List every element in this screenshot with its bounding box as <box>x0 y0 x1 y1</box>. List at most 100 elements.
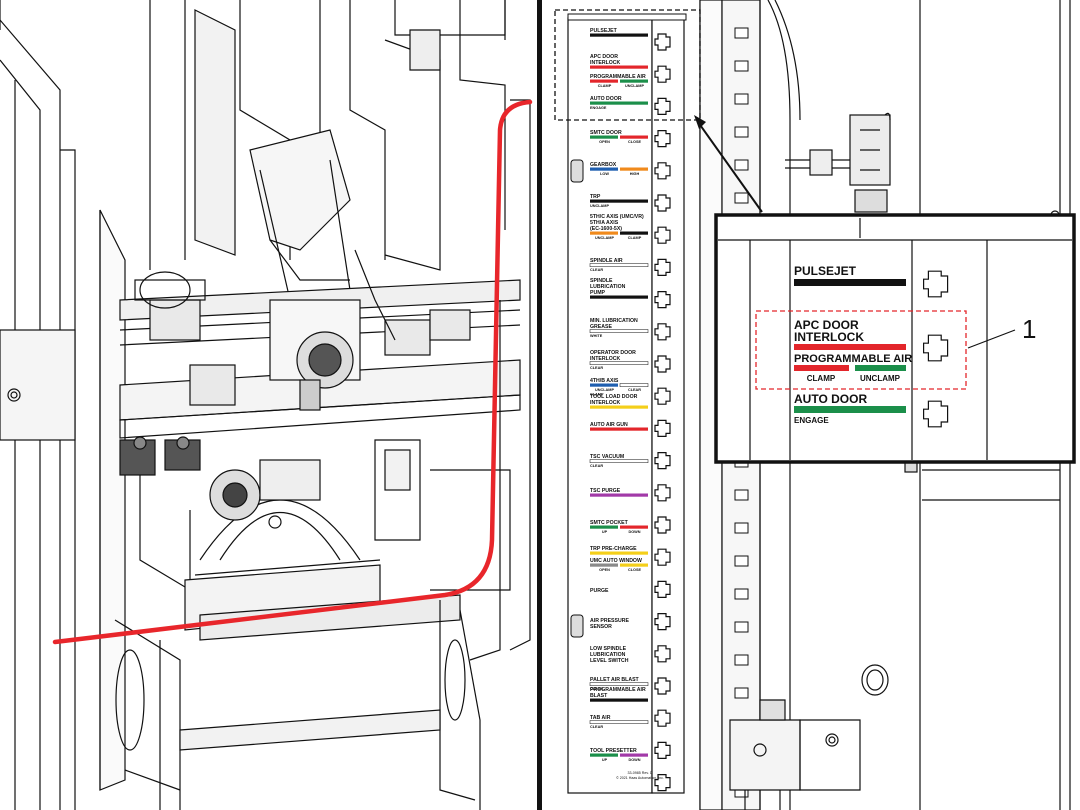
panel-label-title: 4TH/B AXIS <box>590 378 619 384</box>
panel-label-bar <box>590 753 618 757</box>
panel-label-bar <box>590 493 648 497</box>
panel-rung <box>734 654 749 666</box>
panel-label-bar <box>589 361 649 365</box>
panel-rung <box>734 687 749 699</box>
panel-label-sub: UNCLAMP <box>590 204 609 208</box>
panel-label-title: PULSEJET <box>590 28 618 34</box>
zoom-auto-door-label: AUTO DOOR <box>794 392 867 406</box>
panel-label-title: TRP <box>590 194 601 200</box>
panel-label-sub: UNCLAMP <box>595 236 614 240</box>
panel-label-title: SPINDLE AIR <box>590 258 623 264</box>
panel-label-title: LOW SPINDLE <box>590 646 627 652</box>
panel-label-title: TSC PURGE <box>590 488 621 494</box>
zoom-apc-bar <box>794 344 906 350</box>
panel-label-sub: OPEN <box>599 568 610 572</box>
port-fitting-icon <box>654 773 671 792</box>
panel-label-bar <box>590 65 648 69</box>
panel-label-title: PROGRAMMABLE AIR <box>590 687 646 693</box>
panel-label-tsc-purge: TSC PURGE <box>590 488 648 497</box>
zoom-leader-arrow <box>694 115 763 213</box>
port-fitting-icon <box>654 548 671 566</box>
panel-label-title: OPERATOR DOOR <box>590 350 636 356</box>
panel-label-sub: HIGH <box>630 172 640 176</box>
panel-label-title: INTERLOCK <box>590 60 621 66</box>
panel-label-sub: WHITE <box>590 334 603 338</box>
panel-rung <box>734 555 749 567</box>
port-fitting-icon <box>654 355 671 373</box>
panel-label-sub: CLEAR <box>628 388 641 392</box>
panel-label-bar <box>589 263 649 267</box>
panel-label-sub: ENGAGE <box>590 106 607 110</box>
panel-label-bar <box>590 383 618 387</box>
panel-label-bar <box>590 551 648 555</box>
panel-label-title: 5TH/C AXIS (UMC/VR) <box>590 214 644 220</box>
panel-label-bar <box>620 135 648 139</box>
panel-label-title: APC DOOR <box>590 54 618 60</box>
panel-label-sub: UP <box>602 758 608 762</box>
panel-label-sub: DOWN <box>628 530 640 534</box>
port-fitting-icon <box>654 580 671 599</box>
panel-label-title: INTERLOCK <box>590 400 621 406</box>
panel-label-bar <box>620 563 648 567</box>
panel-label-title: AUTO AIR GUN <box>590 422 628 428</box>
panel-rung <box>734 159 749 171</box>
panel-label-title: TOOL LOAD DOOR <box>590 394 638 400</box>
zoom-apc-label-line1: APC DOOR <box>794 318 859 332</box>
panel-label-trp-precharge: TRP PRE-CHARGE <box>590 546 648 555</box>
panel-footer-line2: © 2021 Haas Automation, Inc. <box>616 776 664 780</box>
zoom-auto-door-bar <box>794 406 906 413</box>
panel-label-bar <box>590 698 648 702</box>
port-fitting-icon <box>654 645 671 663</box>
port-fitting-icon <box>654 258 671 276</box>
panel-label-sub: CLAMP <box>590 393 604 397</box>
scene-divider <box>537 0 542 810</box>
panel-label-bar <box>590 167 618 171</box>
panel-label-pulsejet: PULSEJET <box>590 28 648 37</box>
zoom-unclamp-bar <box>855 365 906 371</box>
zoom-port-auto-door-icon <box>922 400 949 428</box>
panel-label-sub: CLAMP <box>598 84 612 88</box>
panel-label-title: PALLET AIR BLAST <box>590 677 640 683</box>
zoom-engage-label: ENGAGE <box>794 416 829 425</box>
callout-number: 1 <box>1022 314 1036 344</box>
panel-label-sub: DOWN <box>628 758 640 762</box>
panel-label-sub: CLEAR <box>590 687 603 691</box>
panel-label-title: PUMP <box>590 290 606 296</box>
panel-label-sub: UP <box>602 530 608 534</box>
panel-label-title: LEVEL SWITCH <box>590 658 629 664</box>
panel-label-bar <box>589 329 649 333</box>
panel-label-bar <box>590 525 618 529</box>
panel-label-bar <box>590 135 618 139</box>
panel-footer-line1: 33-0985 Rev. D <box>628 771 653 775</box>
panel-label-sub: CLOSE <box>628 140 642 144</box>
panel-label-title: SPINDLE <box>590 278 613 284</box>
panel-label-title: AIR PRESSURE <box>590 618 629 624</box>
panel-label-title: GREASE <box>590 324 612 330</box>
port-fitting-icon <box>654 484 671 502</box>
panel-label-title: PURGE <box>590 588 609 594</box>
panel-rung <box>734 621 749 633</box>
machine-interior-drawing <box>0 0 531 810</box>
zoom-unclamp-label: UNCLAMP <box>860 374 901 383</box>
port-fitting-icon <box>654 516 671 534</box>
panel-rung <box>734 192 749 204</box>
zoom-pulsejet-bar <box>794 279 906 286</box>
panel-label-title: (EC-1600-5X) <box>590 226 622 232</box>
panel-label-purge: PURGE <box>590 588 609 594</box>
port-fitting-icon <box>654 387 671 405</box>
port-fitting-icon <box>654 97 671 116</box>
panel-label-bar <box>620 79 648 83</box>
port-fitting-icon <box>654 419 671 437</box>
panel-label-fifth-axis: 5TH/C AXIS (UMC/VR)5TH/A AXIS(EC-1600-5X… <box>590 214 648 240</box>
port-fitting-icon <box>654 194 671 212</box>
panel-label-title: LUBRICATION <box>590 652 626 658</box>
